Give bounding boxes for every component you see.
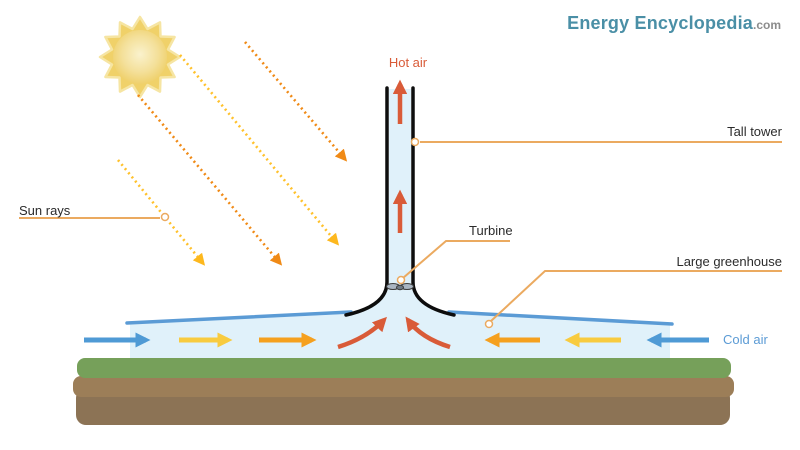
hot-air-arrow-curved-right	[405, 316, 451, 350]
ground-grass-layer	[77, 358, 731, 378]
brand-logo: Energy Encyclopedia.com	[567, 13, 781, 34]
tall-tower-label: Tall tower	[727, 124, 782, 139]
cold-air-label: Cold air	[723, 332, 768, 347]
ground-soil-upper-layer	[73, 376, 734, 397]
sun-core	[113, 30, 167, 84]
greenhouse-roof-left	[125, 310, 353, 325]
large-greenhouse-anchor-dot	[484, 319, 494, 329]
sun-icon	[98, 15, 182, 99]
sun-rays-anchor-dot	[160, 212, 170, 222]
large-greenhouse-label: Large greenhouse	[676, 254, 782, 269]
hot-air-arrow-curved-left	[337, 316, 387, 350]
turbine-propeller-icon	[386, 283, 414, 291]
brand-tld-text: .com	[752, 18, 781, 32]
tall-tower-anchor-dot	[410, 137, 420, 147]
greenhouse-roof-right	[447, 310, 674, 326]
large-greenhouse-leader-line	[490, 270, 782, 322]
turbine-anchor-dot	[396, 275, 406, 285]
tower-wall-right	[411, 86, 456, 317]
brand-name-text: Energy Encyclopedia	[567, 13, 753, 33]
tower-wall-left	[344, 86, 389, 317]
turbine-label: Turbine	[469, 223, 513, 238]
sun-ray-icon	[116, 159, 206, 266]
sun-rays-label: Sun rays	[19, 203, 71, 218]
sun-ray-icon	[179, 54, 340, 246]
hot-air-label: Hot air	[388, 55, 428, 70]
ground-soil-lower-layer	[76, 388, 730, 425]
turbine-leader-line	[402, 240, 510, 279]
sun-ray-icon	[137, 94, 283, 266]
sun-ray-icon	[244, 41, 348, 162]
